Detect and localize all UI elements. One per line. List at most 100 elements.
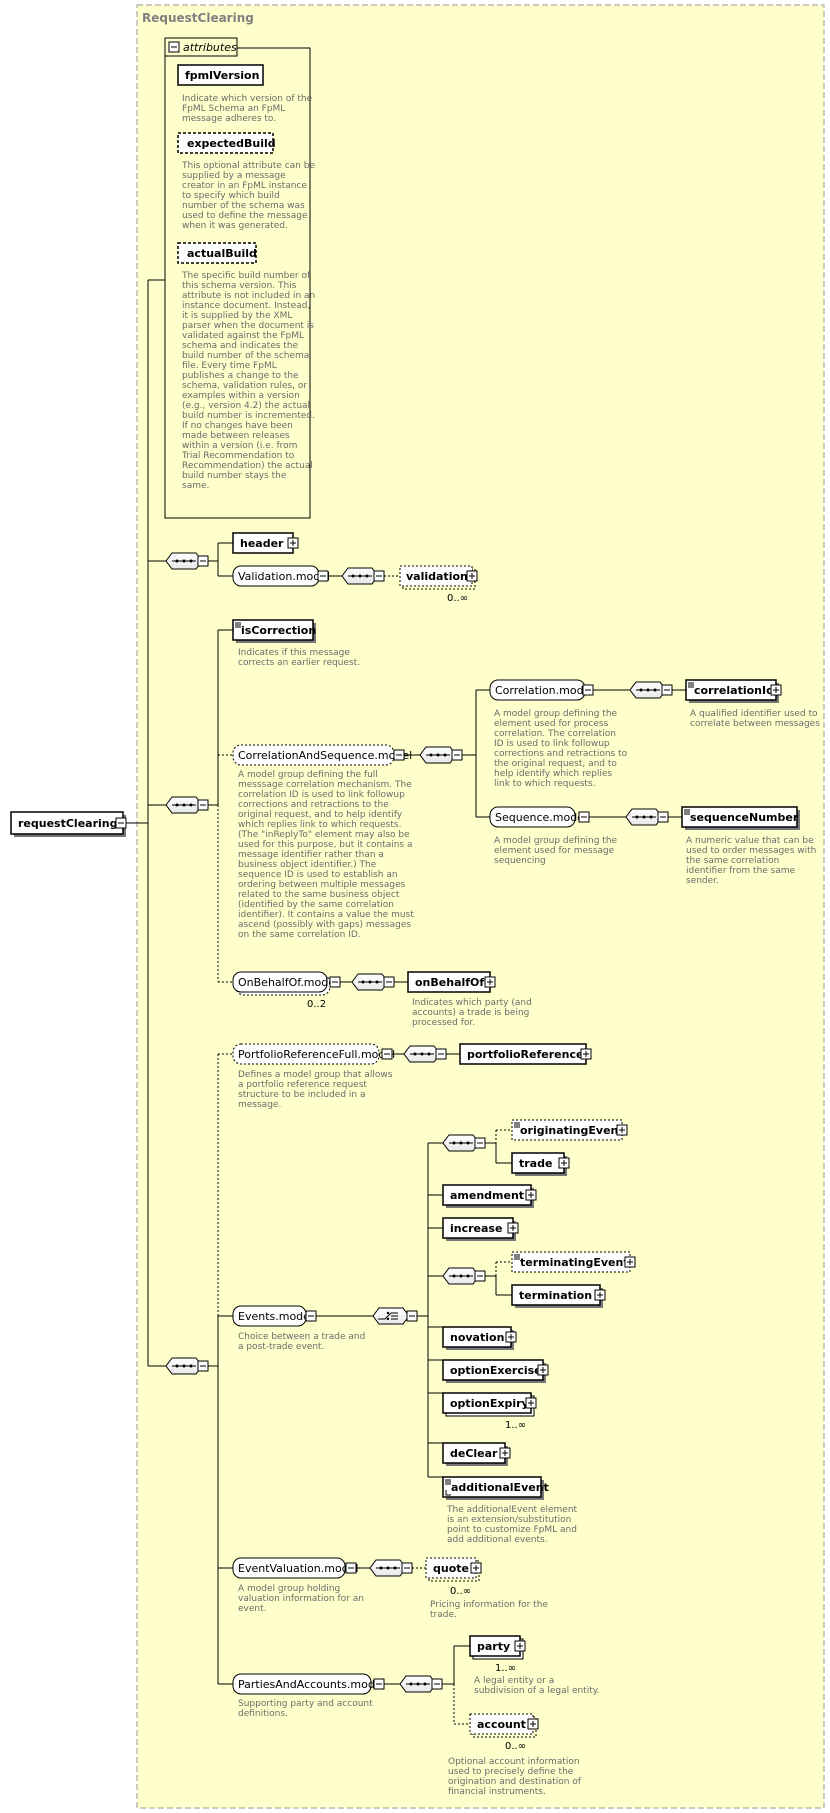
element-increase-label: increase [450,1222,502,1235]
element-account-label: account [477,1718,526,1731]
group-eventvaluation-model[interactable] [232,1557,346,1579]
element-quote-label: quote [433,1562,469,1575]
onbehalfof-model-cardinality: 0..2 [307,999,326,1010]
element-declear-label: deClear [450,1447,498,1460]
sequence-correlation [629,681,673,699]
element-party-label: party [477,1640,510,1653]
group-sequence-model-label: Sequence.model [495,811,587,824]
group-partiesandaccounts-model[interactable] [232,1673,372,1695]
account-doc: Optional account information used to pre… [448,1757,584,1797]
terminatingevent-expand-icon[interactable] [624,1256,636,1268]
additionalevent-doc: The additionalEvent element is an extens… [446,1505,580,1545]
element-sequencenumber[interactable] [681,806,798,828]
sequence-originating [442,1134,486,1152]
attr-expectedbuild[interactable] [177,132,274,154]
account-cardinality: 0..∞ [505,1741,526,1752]
element-additionalevent[interactable] [442,1476,542,1498]
party-cardinality: 1..∞ [495,1663,516,1674]
header-expand-icon[interactable] [287,537,299,549]
attr-expectedbuild-label: expectedBuild [187,137,276,150]
termination-expand-icon[interactable] [594,1289,606,1301]
group-correlationandsequence-model-label: CorrelationAndSequence.model [238,749,412,762]
element-iscorrection[interactable] [232,619,314,641]
attributes-box [164,47,311,519]
attr-actualbuild-label: actualBuild [187,247,257,260]
optionexpiry-cardinality: 1..∞ [505,1420,526,1431]
correlationid-expand-icon[interactable] [770,684,782,696]
element-terminatingevent-label: terminatingEvent [520,1256,629,1269]
attr-actualbuild[interactable] [177,242,257,264]
increase-expand-icon[interactable] [507,1222,519,1234]
correlation-model-doc: A model group defining the element used … [494,709,630,789]
sequence-eventvaluation [369,1559,413,1577]
group-correlation-model-label: Correlation.model [495,684,593,697]
element-iscorrection-label: isCorrection [241,624,316,637]
sequence-cas [419,746,463,764]
group-validation-model-label: Validation.model [238,570,330,583]
events-model-doc: Choice between a trade and a post-trade … [238,1332,368,1352]
group-correlationandsequence-model[interactable] [232,744,395,766]
quote-doc: Pricing information for the trade. [430,1600,551,1620]
element-novation-label: novation [450,1331,504,1344]
group-portfolioreferencefull-model-label: PortfolioReferenceFull.model [238,1048,395,1061]
sequence-sequence [625,808,669,826]
attributes-tab [164,37,238,57]
group-partiesandaccounts-model-label: PartiesAndAccounts.model [238,1678,385,1691]
group-portfolioreferencefull-model[interactable] [232,1043,380,1065]
root-element-label: requestClearing [18,817,117,830]
novation-expand-icon[interactable] [505,1331,517,1343]
party-expand-icon[interactable] [514,1640,526,1652]
sequence-model-doc: A model group defining the element used … [494,836,620,866]
optionexpiry-expand-icon[interactable] [525,1397,537,1409]
sequencenumber-doc: A numeric value that can be used to orde… [686,836,819,886]
account-expand-icon[interactable] [527,1718,539,1730]
sequence-onbehalfof [351,973,395,991]
quote-expand-icon[interactable] [470,1562,482,1574]
element-optionexpiry-label: optionExpiry [450,1397,529,1410]
choice-events [372,1307,418,1325]
sequence-partiesandaccounts [399,1675,443,1693]
element-termination-label: termination [519,1289,592,1302]
correlationid-doc: A qualified identifier used to correlate… [690,709,820,729]
attr-actualbuild-doc: The specific build number of this schema… [181,271,318,491]
sequence-validation [341,567,385,585]
group-eventvaluation-model-label: EventValuation.model [238,1562,359,1575]
element-optionexercise-label: optionExercise [450,1364,542,1377]
partiesandaccounts-model-doc: Supporting party and account definitions… [238,1699,376,1719]
group-events-model-label: Events.model [238,1310,313,1323]
sequence-prf [403,1045,447,1063]
validation-expand-icon[interactable] [466,570,478,582]
sequence-terminating [442,1267,486,1285]
portfolioreference-expand-icon[interactable] [580,1048,592,1060]
element-onbehalfof-label: onBehalfOf [415,976,484,989]
validation-cardinality: 0..∞ [447,593,468,604]
attributes-header: attributes [183,41,237,54]
diagram-title: RequestClearing [142,11,254,25]
prf-doc: Defines a model group that allows a port… [238,1070,395,1110]
element-correlationid-label: correlationId [694,684,774,697]
optionexercise-expand-icon[interactable] [537,1364,549,1376]
attr-fpmlversion-doc: Indicate which version of the FpML Schem… [182,94,315,124]
originatingevent-expand-icon[interactable] [616,1124,628,1136]
trade-expand-icon[interactable] [558,1157,570,1169]
attr-fpmlversion[interactable] [177,64,264,86]
eventvaluation-model-doc: A model group holding valuation informat… [238,1584,367,1614]
amendment-expand-icon[interactable] [525,1189,537,1201]
sequence-group-2 [165,796,209,814]
element-validation-label: validation [406,570,468,583]
element-originatingevent-label: originatingEvent [520,1124,624,1137]
onbehalfof-expand-icon[interactable] [484,976,496,988]
cas-doc: A model group defining the full messsage… [238,770,417,940]
element-amendment-label: amendment [450,1189,524,1202]
group-sequence-model[interactable] [489,806,576,828]
party-doc: A legal entity or a subdivision of a leg… [474,1676,600,1696]
element-header-label: header [240,537,284,550]
element-trade-label: trade [519,1157,552,1170]
group-onbehalfof-model[interactable] [232,971,328,993]
declear-expand-icon[interactable] [499,1447,511,1459]
element-additionalevent-label: additionalEvent [451,1481,549,1494]
group-onbehalfof-model-label: OnBehalfOf.model [238,976,338,989]
element-portfolioreference-label: portfolioReference [467,1048,583,1061]
element-sequencenumber-label: sequenceNumber [690,811,799,824]
